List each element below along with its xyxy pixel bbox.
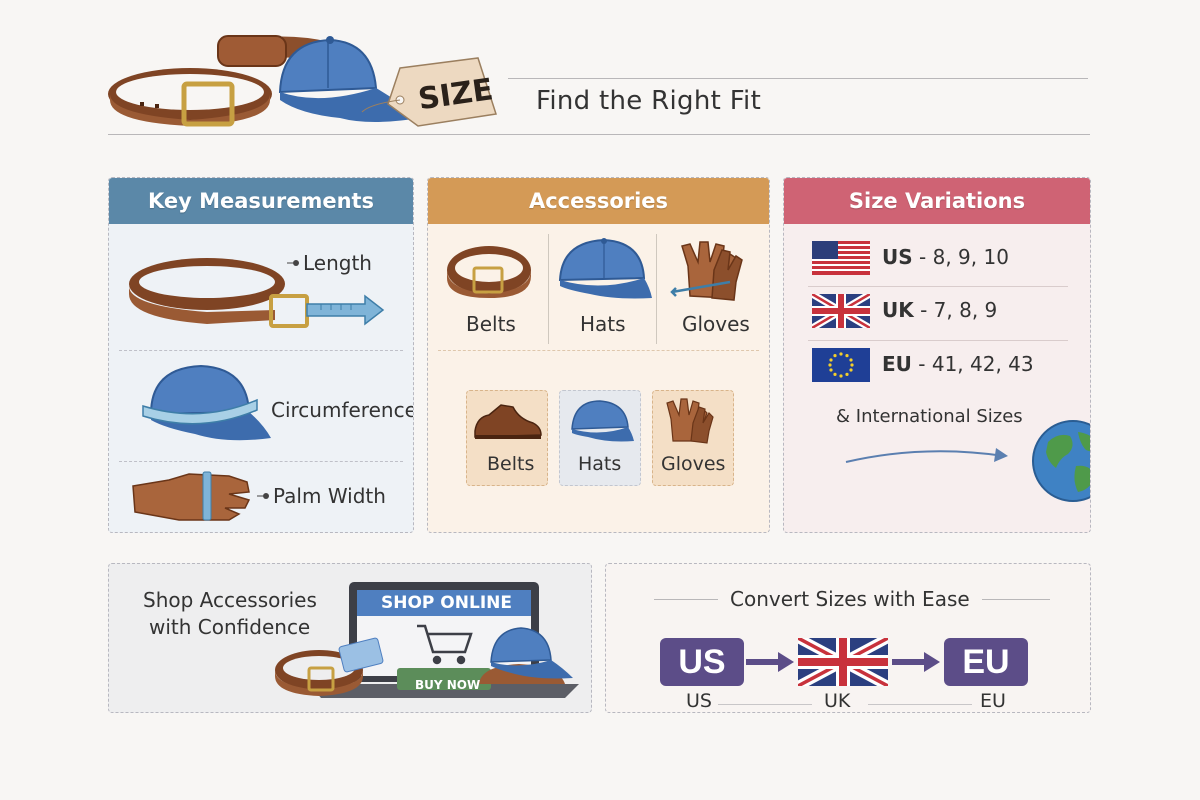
gloves-icon[interactable] xyxy=(670,236,762,308)
laptop-illustration xyxy=(275,582,579,698)
hero-illustration: SIZE xyxy=(108,35,497,127)
convert-label-uk: UK xyxy=(824,690,851,712)
gloves-tile[interactable]: Gloves xyxy=(652,390,734,486)
belt-icon xyxy=(129,258,385,328)
page-subtitle: Find the Right Fit xyxy=(536,86,762,116)
tile-label-hats: Hats xyxy=(578,453,622,475)
measure-label-circumference: Circumference xyxy=(271,398,414,422)
divider xyxy=(438,350,759,351)
globe-icon xyxy=(1032,420,1090,502)
sizes-uk: - 7, 8, 9 xyxy=(913,298,998,322)
arrow-icon xyxy=(845,448,1008,463)
size-variations-title: Size Variations xyxy=(784,178,1090,224)
measure-label-palm-width: Palm Width xyxy=(273,484,386,508)
divider xyxy=(982,599,1050,600)
accessories-title: Accessories xyxy=(428,178,769,224)
eu-flag-icon xyxy=(812,348,870,382)
divider xyxy=(808,340,1068,341)
convert-title: Convert Sizes with Ease xyxy=(730,587,970,611)
cart-icon xyxy=(417,624,473,665)
size-row-uk: UK - 7, 8, 9 xyxy=(784,284,1090,338)
accessory-label-belts: Belts xyxy=(466,312,516,336)
cap-icon xyxy=(490,627,552,663)
tile-label-gloves: Gloves xyxy=(661,453,726,475)
cap-icon xyxy=(142,364,271,441)
belt-icon[interactable] xyxy=(444,240,534,300)
pointer-dot-icon xyxy=(287,260,299,266)
accessory-label-hats: Hats xyxy=(580,312,626,336)
divider xyxy=(119,461,403,462)
shop-line-1: Shop Accessories xyxy=(143,588,317,612)
size-tag-icon xyxy=(361,57,497,127)
uk-flag-icon xyxy=(798,638,888,686)
us-size-box: US xyxy=(660,638,744,686)
measure-label-length: Length xyxy=(303,251,372,275)
region-uk: UK xyxy=(882,298,914,322)
divider xyxy=(718,704,812,705)
tile-label-belts: Belts xyxy=(487,453,535,475)
pointer-dot-icon xyxy=(257,493,269,499)
size-row-us: US - 8, 9, 10 xyxy=(784,231,1090,285)
cap-icon xyxy=(278,36,420,122)
shoe-icon xyxy=(474,404,542,439)
convert-label-eu: EU xyxy=(980,690,1006,712)
divider xyxy=(868,704,972,705)
card-icon xyxy=(338,637,384,673)
shop-online-panel: Shop Accessories with Confidence SHOP ON… xyxy=(108,563,592,713)
sizes-us: - 8, 9, 10 xyxy=(912,245,1009,269)
size-row-eu: EU - 41, 42, 43 xyxy=(784,338,1090,392)
arrow-right-icon xyxy=(746,652,794,672)
divider xyxy=(119,350,403,351)
international-sizes-label: & International Sizes xyxy=(836,406,1023,427)
accessory-label-gloves: Gloves xyxy=(682,312,750,336)
shop-line-2: with Confidence xyxy=(149,615,311,639)
arrow-right-icon xyxy=(892,652,940,672)
region-us: US xyxy=(882,245,913,269)
key-measurements-title: Key Measurements xyxy=(109,178,413,224)
size-variations-panel: Size Variations US - 8, 9, 10 UK - 7, 8,… xyxy=(783,177,1091,533)
key-measurements-panel: Key Measurements Length Circumference Pa… xyxy=(108,177,414,533)
belts-tile[interactable]: Belts xyxy=(466,390,548,486)
divider xyxy=(656,234,657,344)
shop-online-banner: SHOP ONLINE xyxy=(381,593,512,613)
cap-icon[interactable] xyxy=(556,238,652,302)
hats-tile[interactable]: Hats xyxy=(559,390,641,486)
convert-label-us: US xyxy=(686,690,712,712)
eu-size-box: EU xyxy=(944,638,1028,686)
buy-now-button[interactable]: BUY NOW xyxy=(415,678,481,692)
sizes-eu: - 41, 42, 43 xyxy=(911,352,1034,376)
header-rule-top xyxy=(508,78,1088,79)
divider xyxy=(548,234,549,344)
us-flag-icon xyxy=(812,241,870,275)
gloves-icon xyxy=(666,398,714,444)
cap-icon xyxy=(571,400,634,442)
convert-sizes-panel: Convert Sizes with Ease US EU US UK EU xyxy=(605,563,1091,713)
divider xyxy=(654,599,718,600)
belt-icon xyxy=(108,35,330,127)
region-eu: EU xyxy=(882,352,912,376)
glove-icon xyxy=(132,471,251,521)
belt-icon xyxy=(275,650,363,696)
accessories-panel: Accessories Belts Hats Gloves Belts xyxy=(427,177,770,533)
header-rule-bottom xyxy=(108,134,1090,135)
uk-flag-icon xyxy=(812,294,870,328)
divider xyxy=(808,286,1068,287)
